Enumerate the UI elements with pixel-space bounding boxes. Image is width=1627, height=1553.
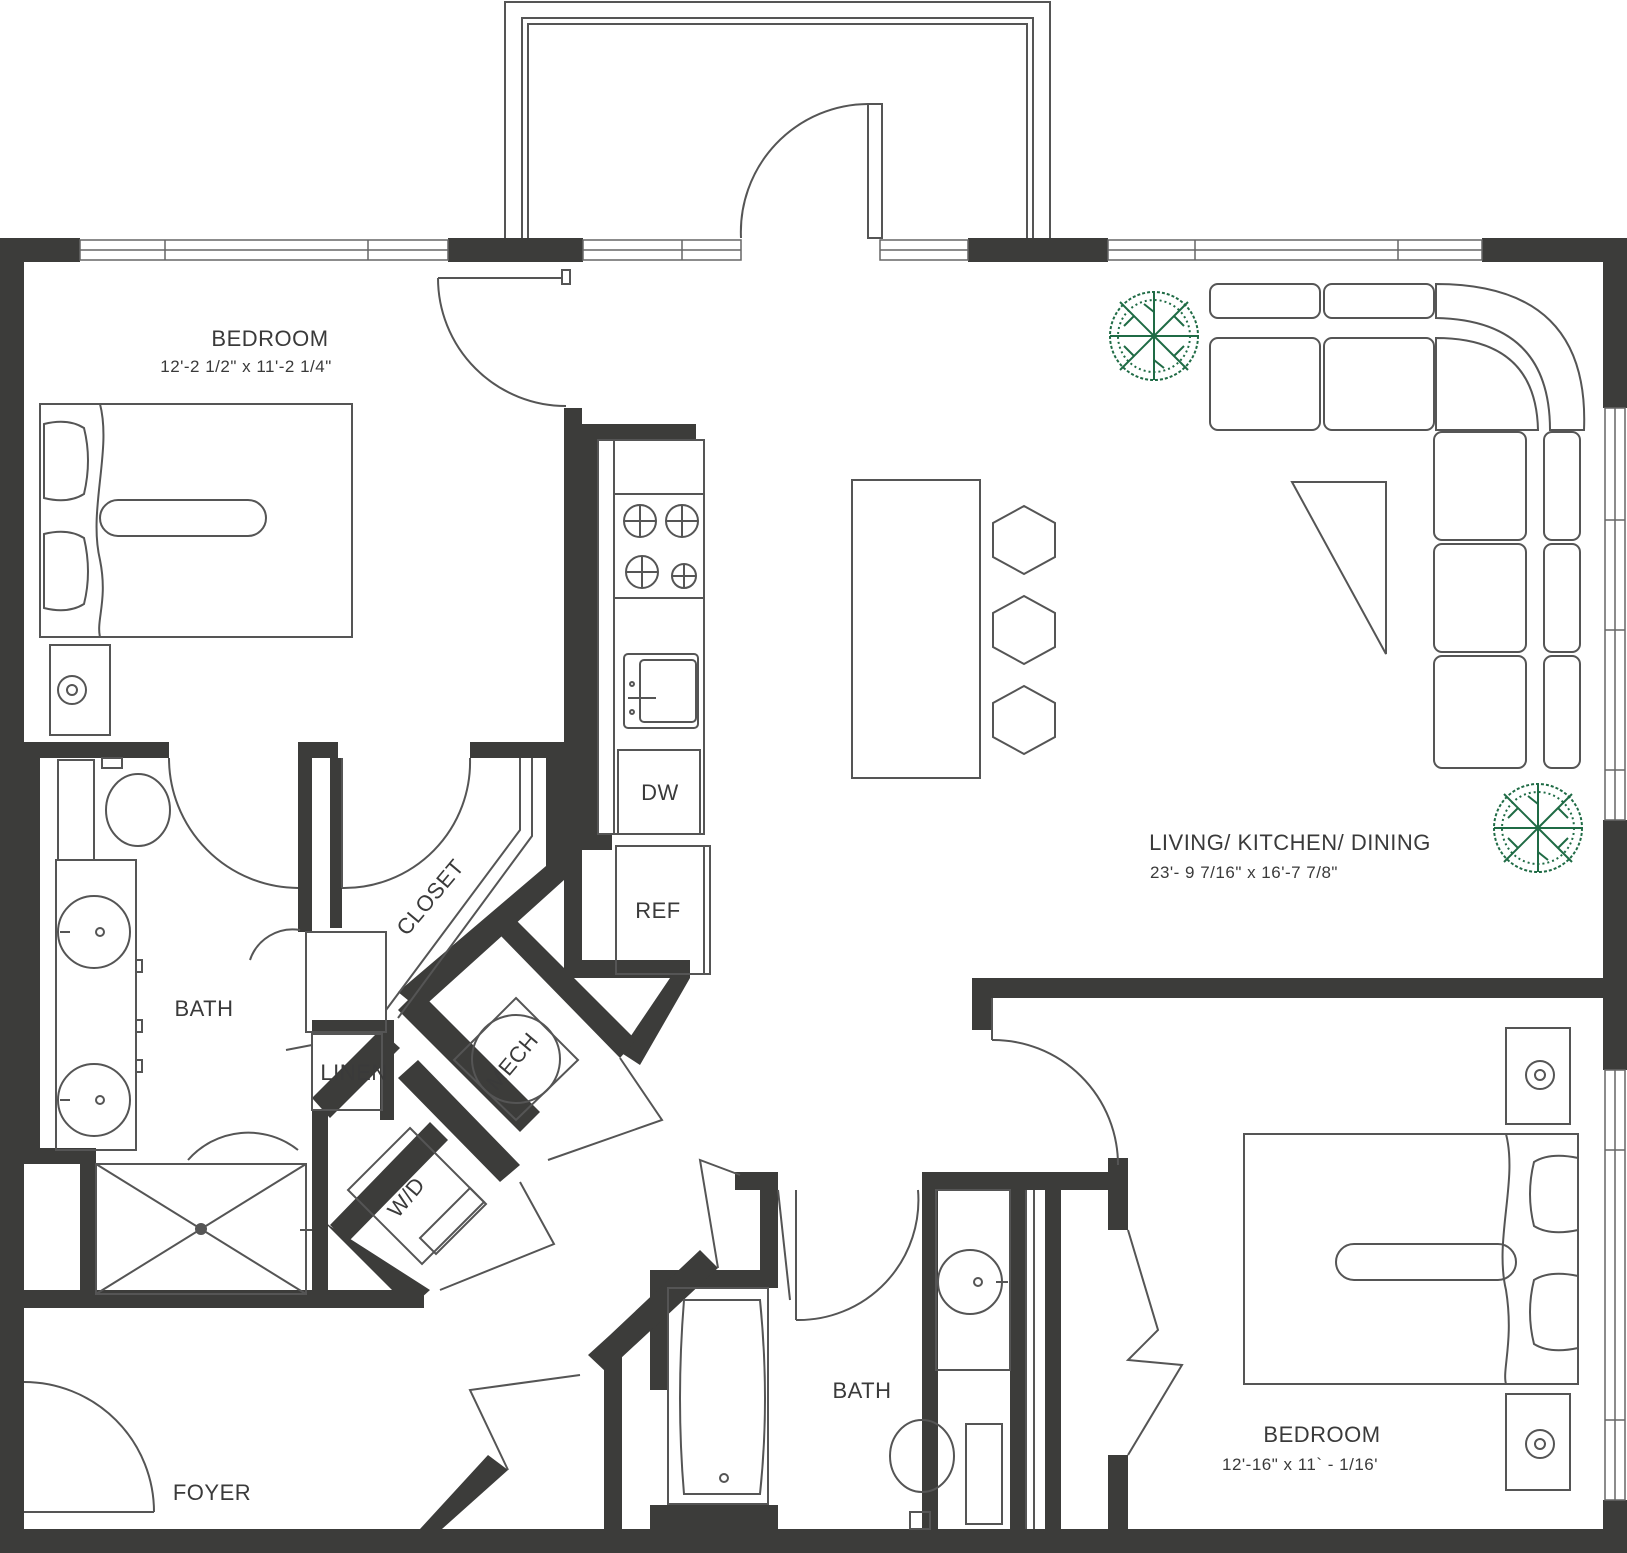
living-dims: 23'- 9 7/16" x 16'-7 7/8"	[1150, 863, 1338, 882]
tree-icon	[1493, 783, 1583, 873]
kitchen-sink-icon	[623, 653, 699, 729]
bed-icon	[1243, 1133, 1579, 1385]
bedroom-2-name: BEDROOM	[1263, 1422, 1380, 1447]
bedroom-2-dims: 12'-16" x 11` - 1/16'	[1222, 1455, 1378, 1474]
bath-2-name: BATH	[832, 1378, 891, 1403]
stools	[992, 504, 1056, 756]
closet-fixtures	[305, 758, 533, 1111]
labels: BEDROOM 12'-2 1/2" x 11'-2 1/4" LIVING/ …	[160, 326, 1431, 1505]
nightstand-icon	[49, 644, 111, 736]
sink-icon	[937, 1249, 1008, 1315]
nightstand-icon	[1505, 1027, 1571, 1125]
windows	[79, 239, 1626, 1501]
vanity-icon	[935, 1189, 1011, 1371]
sink-icon	[57, 895, 131, 969]
coffee-table	[1290, 481, 1387, 655]
foyer-name: FOYER	[173, 1480, 251, 1505]
exterior-walls	[0, 238, 1627, 1553]
sofa-icon	[1209, 282, 1586, 769]
dishwasher	[617, 749, 701, 835]
stool-icon	[992, 504, 1056, 576]
bedroom-1-furniture	[39, 403, 353, 736]
refrigerator-label: REF	[635, 898, 681, 923]
closet-name: CLOSET	[391, 854, 469, 940]
toilet-icon	[57, 757, 171, 861]
sink-icon	[57, 1063, 131, 1137]
living-name: LIVING/ KITCHEN/ DINING	[1149, 830, 1431, 855]
nightstand-icon	[1505, 1393, 1571, 1491]
bath-2-fixtures	[667, 1189, 1035, 1530]
bathtub-icon	[667, 1287, 769, 1505]
bedroom-2-furniture	[1243, 1027, 1579, 1491]
bath-1-fixtures	[55, 757, 312, 1295]
bedroom-1-dims: 12'-2 1/2" x 11'-2 1/4"	[160, 357, 332, 376]
cooktop-icon	[613, 493, 705, 599]
bed-icon	[39, 403, 353, 638]
doors	[23, 269, 1184, 1513]
toilet-icon	[889, 1419, 1003, 1525]
interior-walls	[24, 408, 1627, 1529]
washer-dryer	[346, 1126, 488, 1266]
bath-1-name: BATH	[174, 996, 233, 1021]
stool-icon	[992, 594, 1056, 666]
vanity-icon	[55, 859, 143, 1151]
shower-icon	[95, 1163, 312, 1295]
stool-icon	[992, 684, 1056, 756]
balcony	[504, 1, 1051, 239]
linen-name: LINEN	[320, 1060, 387, 1085]
kitchen	[597, 439, 711, 975]
dishwasher-label: DW	[641, 780, 679, 805]
bedroom-1-name: BEDROOM	[211, 326, 328, 351]
island	[851, 479, 981, 779]
mech-unit	[452, 996, 580, 1122]
tree-icon	[1109, 291, 1199, 381]
